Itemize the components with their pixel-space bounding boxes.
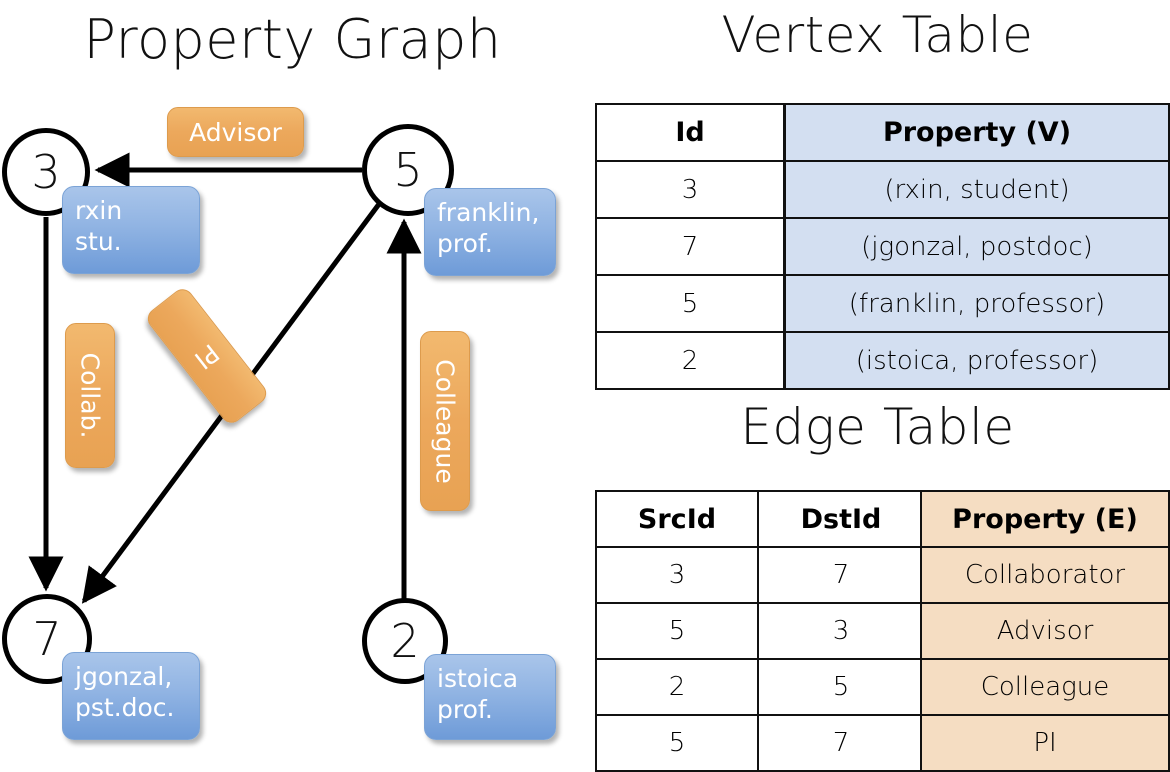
- table-header-row: Property (V): [784, 103, 1170, 162]
- edge-dst-cell: 7: [757, 714, 925, 772]
- edge-label-collab-text: Collab.: [75, 352, 105, 439]
- vertex-property-box-2[interactable]: istoica prof.: [424, 654, 556, 740]
- table-row[interactable]: 7: [595, 217, 785, 276]
- vertex-property-box-7-line-2: pst.doc.: [75, 693, 175, 723]
- graph-node-7-label: 7: [32, 612, 62, 666]
- edge-label-collab[interactable]: Collab.: [65, 323, 115, 468]
- vertex-id-cell: 3: [595, 160, 785, 219]
- edge-table-header-property: Property (E): [920, 490, 1170, 548]
- edge-table-header-dstid: DstId: [757, 490, 925, 548]
- vertex-table-header-property: Property (V): [784, 103, 1170, 162]
- vertex-property-cell: (franklin, professor): [784, 274, 1170, 333]
- table-row[interactable]: 3: [595, 160, 785, 219]
- edge-table-id-columns: SrcId DstId 3 7 5 3 2 5 5 7: [595, 490, 925, 772]
- edge-label-pi-text: PI: [189, 337, 225, 375]
- edge-src-cell: 5: [595, 602, 759, 660]
- edge-dst-cell: 5: [757, 658, 925, 716]
- graph-node-5[interactable]: 5: [362, 124, 454, 216]
- edge-label-colleague[interactable]: Colleague: [420, 331, 470, 511]
- graph-node-5-label: 5: [393, 143, 423, 197]
- property-graph-diagram: 3 5 7 2 rxin stu. franklin, prof. jgonza…: [0, 0, 585, 760]
- vertex-property-box-5-line-2: prof.: [437, 229, 493, 259]
- edge-property-cell: Advisor: [920, 602, 1170, 660]
- edge-property-cell: PI: [920, 714, 1170, 772]
- table-row[interactable]: Collaborator: [920, 546, 1170, 604]
- vertex-table-property-column: Property (V) (rxin, student) (jgonzal, p…: [784, 103, 1170, 390]
- vertex-property-cell: (rxin, student): [784, 160, 1170, 219]
- vertex-property-box-5-line-1: franklin,: [437, 198, 540, 227]
- edge-table-header-srcid: SrcId: [595, 490, 759, 548]
- vertex-property-box-3-line-2: stu.: [75, 227, 122, 257]
- edge-property-cell: Collaborator: [920, 546, 1170, 604]
- table-header-row: Property (E): [920, 490, 1170, 548]
- table-row[interactable]: (jgonzal, postdoc): [784, 217, 1170, 276]
- vertex-property-box-7-line-1: jgonzal,: [75, 662, 173, 691]
- edge-label-colleague-text: Colleague: [430, 358, 460, 484]
- vertex-table-id-column: Id 3 7 5 2: [595, 103, 785, 390]
- table-row[interactable]: 3 7: [595, 546, 925, 604]
- vertex-property-box-7[interactable]: jgonzal, pst.doc.: [62, 652, 200, 740]
- edge-dst-cell: 7: [757, 546, 925, 604]
- graph-node-2-label: 2: [390, 614, 420, 668]
- vertex-property-box-2-line-2: prof.: [437, 695, 493, 725]
- edge-src-cell: 2: [595, 658, 759, 716]
- edge-table-property-column: Property (E) Collaborator Advisor Collea…: [920, 490, 1170, 772]
- vertex-id-cell: 7: [595, 217, 785, 276]
- vertex-id-cell: 2: [595, 331, 785, 390]
- table-row[interactable]: 2 5: [595, 658, 925, 716]
- page-title-edge-table: Edge Table: [740, 398, 1015, 456]
- table-row[interactable]: (rxin, student): [784, 160, 1170, 219]
- page-title-vertex-table: Vertex Table: [721, 6, 1034, 64]
- vertex-property-box-3-line-1: rxin: [75, 196, 123, 225]
- page-title-property-graph: Property Graph: [83, 8, 502, 71]
- table-row[interactable]: Advisor: [920, 602, 1170, 660]
- edge-src-cell: 3: [595, 546, 759, 604]
- graph-node-3-label: 3: [31, 145, 61, 199]
- table-row[interactable]: 5 7: [595, 714, 925, 772]
- graph-node-2[interactable]: 2: [362, 598, 448, 684]
- vertex-property-cell: (istoica, professor): [784, 331, 1170, 390]
- table-row[interactable]: (franklin, professor): [784, 274, 1170, 333]
- table-header-row: SrcId DstId: [595, 490, 925, 548]
- edge-src-cell: 5: [595, 714, 759, 772]
- edge-property-cell: Colleague: [920, 658, 1170, 716]
- vertex-property-box-3[interactable]: rxin stu.: [62, 186, 200, 274]
- table-row[interactable]: 5: [595, 274, 785, 333]
- vertex-property-cell: (jgonzal, postdoc): [784, 217, 1170, 276]
- vertex-property-box-5[interactable]: franklin, prof.: [424, 188, 556, 276]
- table-row[interactable]: 5 3: [595, 602, 925, 660]
- edge-label-advisor[interactable]: Advisor: [167, 107, 304, 157]
- edge-dst-cell: 3: [757, 602, 925, 660]
- vertex-property-box-2-line-1: istoica: [437, 664, 519, 693]
- table-header-row: Id: [595, 103, 785, 162]
- table-row[interactable]: 2: [595, 331, 785, 390]
- vertex-id-cell: 5: [595, 274, 785, 333]
- table-row[interactable]: (istoica, professor): [784, 331, 1170, 390]
- edge-label-advisor-text: Advisor: [189, 117, 282, 147]
- table-row[interactable]: PI: [920, 714, 1170, 772]
- table-row[interactable]: Colleague: [920, 658, 1170, 716]
- vertex-table-header-id: Id: [595, 103, 785, 162]
